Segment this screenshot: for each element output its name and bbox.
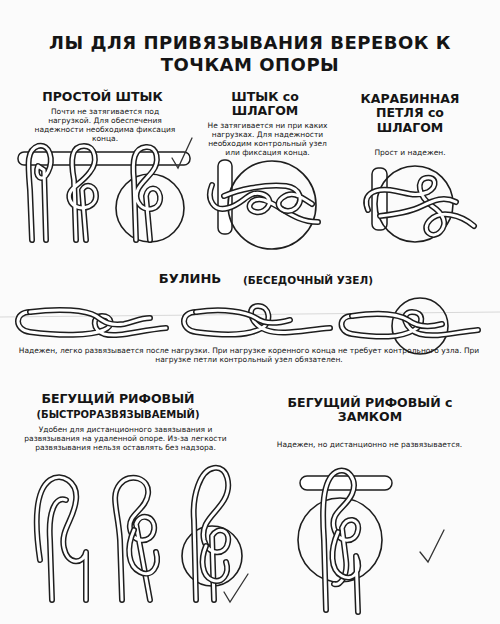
rope-outline — [50, 499, 66, 600]
rope — [352, 314, 442, 326]
knot-name: БЕГУЩИЙ РИФОВЫЙ с ЗАМКОМ — [265, 396, 475, 425]
rope-outline — [115, 478, 154, 600]
rope-outline — [184, 306, 330, 335]
knot-note: Надежен, но дистанционно не развязываетс… — [262, 440, 477, 449]
check-mark — [224, 574, 248, 602]
rope — [129, 530, 157, 574]
knot-name: БУЛИНЬ — [150, 272, 230, 287]
rope-outline — [196, 310, 290, 322]
knot-name: ПРОСТОЙ ШТЫК — [20, 90, 185, 104]
rope-outline — [366, 178, 474, 235]
rope — [69, 146, 96, 240]
rope-outline — [323, 471, 358, 610]
check-mark — [172, 138, 192, 168]
rope-outline — [224, 186, 312, 211]
rope — [203, 546, 227, 581]
rope — [342, 312, 479, 337]
rope — [224, 186, 312, 211]
rope-outline — [37, 477, 86, 600]
knot-note: Не затягивается ни при каких нагрузках. … — [200, 121, 335, 157]
knot-note: Удобен для дистанционного завязывания и … — [18, 425, 233, 452]
rope-outline — [332, 532, 358, 612]
rope — [332, 532, 358, 612]
rope-outline — [380, 199, 456, 216]
knot-subname: (БЫСТРОРАЗВЯЗЫВАЕМЫЙ) — [18, 409, 218, 421]
rope — [366, 178, 474, 235]
knot-name: ШТЫК со ШЛАГОМ — [205, 90, 325, 119]
rope-outline — [133, 147, 160, 240]
rope — [50, 499, 66, 600]
rope — [37, 477, 86, 600]
knot-note: Надежен, легко развязывается после нагру… — [14, 346, 484, 364]
support-bar — [18, 152, 190, 165]
knot-name: КАРАБИННАЯ ПЕТЛЯ со ШЛАГОМ — [345, 92, 475, 135]
rope-outline — [28, 146, 50, 240]
check-mark — [420, 530, 444, 562]
rope-outline — [30, 310, 150, 325]
rope — [380, 199, 456, 216]
rope — [30, 310, 150, 325]
rope-outline — [342, 312, 479, 337]
rope — [115, 478, 154, 600]
knot-subname: (БЕСЕДОЧНЫЙ УЗЕЛ) — [228, 274, 388, 286]
rope — [28, 146, 50, 240]
rope — [196, 310, 290, 322]
rope — [323, 471, 358, 610]
knot-name: БЕГУЩИЙ РИФОВЫЙ — [18, 392, 218, 406]
rope — [210, 185, 318, 222]
knot-note: Прост и надежен. — [350, 148, 470, 157]
support-post — [372, 168, 387, 230]
support-bar — [300, 476, 392, 490]
knot-note: Почти не затягивается под нагрузкой. Для… — [30, 107, 180, 143]
rope — [194, 468, 229, 600]
rope-outline — [352, 314, 442, 326]
rope-outline — [210, 185, 318, 222]
rope-outline — [129, 530, 157, 574]
rope-outline — [69, 146, 96, 240]
rope-outline — [194, 468, 229, 600]
page-title: ЛЫ ДЛЯ ПРИВЯЗЫВАНИЯ ВЕРЕВОК К ТОЧКАМ ОПО… — [40, 32, 460, 75]
rope — [184, 306, 330, 335]
rope-outline — [203, 546, 227, 581]
rope — [133, 147, 160, 240]
